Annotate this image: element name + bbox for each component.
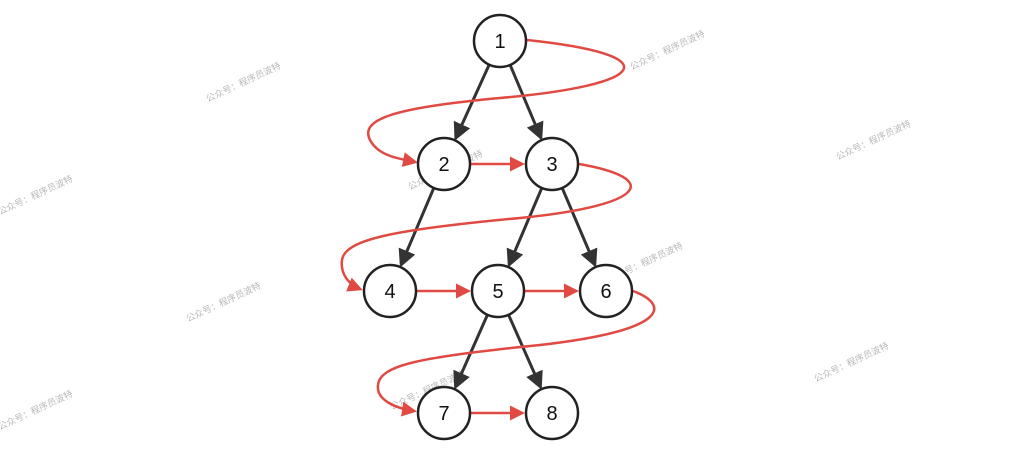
watermark-text: 公众号：程序员波特: [204, 60, 282, 105]
watermark-text: 公众号：程序员波特: [812, 340, 890, 385]
node-label: 4: [384, 281, 395, 303]
traversal-arrow-3-4: [340, 162, 632, 292]
node-label: 3: [546, 154, 557, 176]
tree-edge-2-4: [398, 187, 436, 268]
tree-node-3: 3: [524, 136, 580, 192]
traversal-arrow-6-7: [376, 289, 656, 417]
node-label: 6: [600, 281, 611, 303]
node-circle: [416, 385, 472, 441]
tree-node-4: 4: [362, 263, 418, 319]
watermark-text: 公众号：程序员波特: [628, 28, 706, 73]
node-circle: [472, 13, 528, 69]
tree-node-2: 2: [416, 136, 472, 192]
watermark-layer: 公众号：程序员波特 公众号：程序员波特 公众号：程序员波特 公众号：程序员波特 …: [0, 28, 913, 433]
node-circle: [362, 263, 418, 319]
tree-node-6: 6: [578, 263, 634, 319]
watermark-text: 公众号：程序员波特: [184, 280, 262, 325]
node-circle: [524, 385, 580, 441]
traversal-arrow-1-2: [367, 38, 626, 168]
node-label: 7: [438, 403, 449, 425]
node-circle: [470, 263, 526, 319]
watermark-text: 公众号：程序员波特: [834, 118, 912, 163]
watermark-text: 公众号：程序员波特: [0, 388, 75, 433]
node-label: 1: [494, 31, 505, 53]
watermark-text: 公众号：程序员波特: [0, 173, 75, 218]
tree-nodes: 1 2 3 4 5 6 7 8: [362, 13, 634, 441]
node-label: 2: [438, 154, 449, 176]
tree-edges: [398, 64, 598, 390]
tree-edge-3-5: [506, 187, 544, 268]
tree-node-1: 1: [472, 13, 528, 69]
node-label: 8: [546, 403, 557, 425]
tree-edge-5-8: [507, 314, 543, 390]
tree-edge-5-7: [453, 314, 489, 390]
tree-edge-3-6: [560, 187, 598, 268]
tree-node-5: 5: [470, 263, 526, 319]
traversal-path: [340, 38, 656, 421]
tree-node-7: 7: [416, 385, 472, 441]
tree-node-8: 8: [524, 385, 580, 441]
node-circle: [524, 136, 580, 192]
node-label: 5: [492, 281, 503, 303]
tree-edge-1-3: [508, 64, 544, 141]
node-circle: [416, 136, 472, 192]
node-circle: [578, 263, 634, 319]
